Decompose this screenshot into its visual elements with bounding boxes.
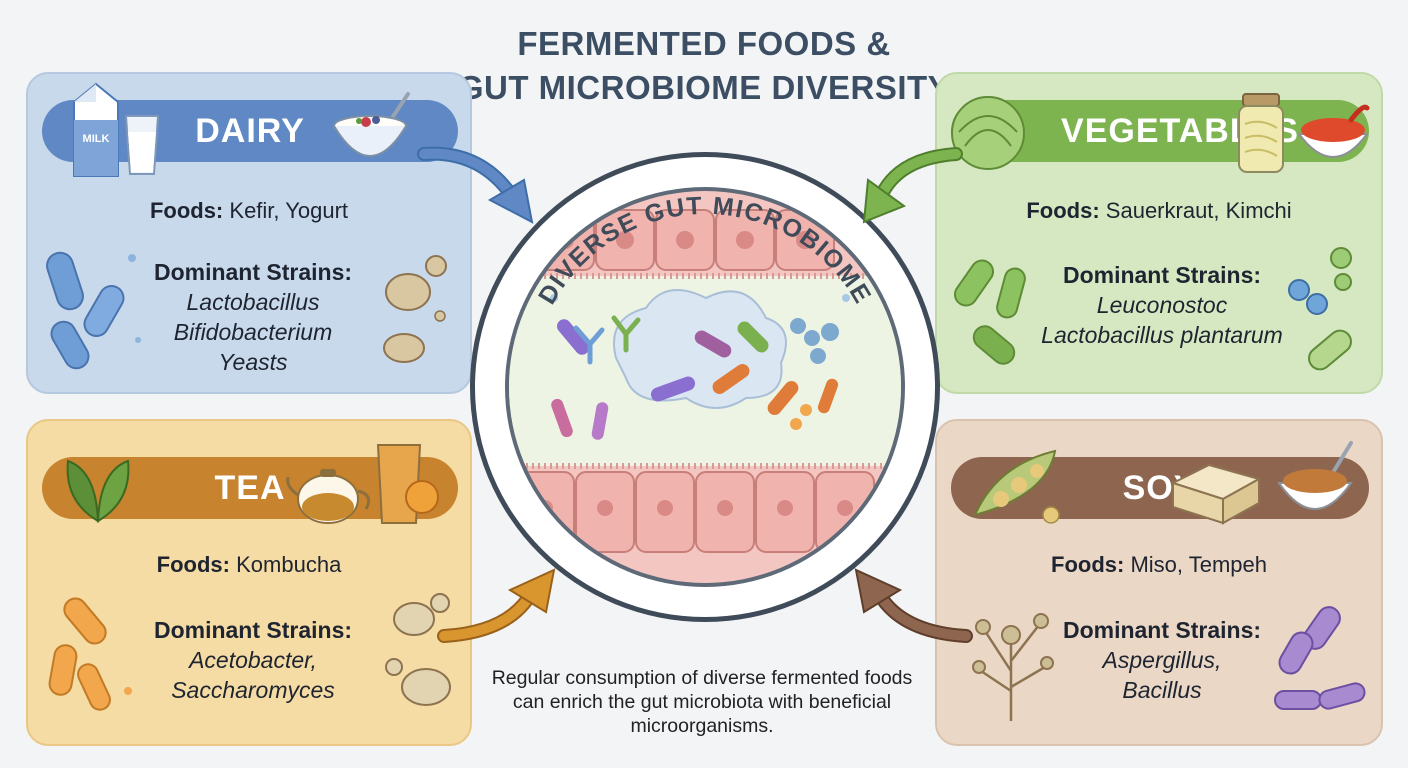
gut-microbiome-illustration: DIVERSE GUT MICROBIOME	[470, 152, 940, 622]
title-line-1: FERMENTED FOODS &	[517, 25, 891, 62]
dairy-strains: Dominant Strains: Lactobacillus Bifidoba…	[128, 257, 378, 377]
tea-strains: Dominant Strains: Acetobacter, Saccharom…	[128, 615, 378, 705]
lumen-microbes	[550, 289, 850, 440]
tea-arrow-icon	[437, 568, 556, 643]
vegetables-foods-label: Foods:	[1026, 198, 1100, 223]
page-title: FERMENTED FOODS & GUT MICROBIOME DIVERSI…	[0, 22, 1408, 110]
tea-strains-label: Dominant Strains:	[153, 617, 353, 643]
soy-foods-label: Foods:	[1051, 552, 1125, 577]
soy-strains-label: Dominant Strains:	[1062, 617, 1262, 643]
dairy-foods-list: Kefir, Yogurt	[229, 198, 349, 223]
tea-foods-list: Kombucha	[236, 552, 342, 577]
vegetables-strain: Lactobacillus plantarum	[1041, 322, 1283, 348]
dairy-strain: Bifidobacterium	[173, 319, 333, 345]
vegetables-strain: Leuconostoc	[1096, 292, 1228, 318]
tea-strain: Saccharomyces	[171, 677, 335, 703]
dairy-foods-label: Foods:	[149, 198, 224, 223]
vegetables-foods: Foods: Sauerkraut, Kimchi	[937, 198, 1381, 224]
soy-foods-list: Miso, Tempeh	[1130, 552, 1267, 577]
orange-bacteria-icon	[48, 597, 132, 711]
tea-leaf-icon	[66, 459, 130, 523]
milk-carton-label: MILK	[83, 133, 110, 145]
soy-card: SOY Foods: Miso, Tempeh Dominant Strains…	[935, 419, 1383, 746]
soy-strains: Dominant Strains: Aspergillus, Bacillus	[1047, 615, 1277, 705]
cocci-cluster-icon	[1288, 247, 1352, 371]
miso-bowl-icon	[1277, 441, 1353, 510]
tempeh-block-icon	[1170, 463, 1262, 525]
soy-strain: Bacillus	[1122, 677, 1202, 703]
cabbage-icon	[951, 96, 1025, 170]
vegetables-arrow-icon	[862, 147, 963, 224]
dairy-foods: Foods: Kefir, Yogurt	[28, 198, 470, 224]
milk-glass-icon	[124, 115, 160, 175]
yogurt-bowl-icon	[333, 92, 410, 157]
dairy-arrow-icon	[417, 146, 534, 224]
title-line-2: GUT MICROBIOME DIVERSITY	[457, 69, 951, 106]
soy-strain: Aspergillus,	[1102, 647, 1222, 673]
tea-foods-label: Foods:	[156, 552, 230, 577]
vegetables-strains-label: Dominant Strains:	[1062, 262, 1262, 288]
vegetables-strains: Dominant Strains: Leuconostoc Lactobacil…	[1017, 260, 1307, 350]
tea-foods: Foods: Kombucha	[28, 552, 470, 578]
tea-strain: Acetobacter,	[189, 647, 317, 673]
soybean-pod-icon	[973, 449, 1060, 524]
green-bacteria-icon	[953, 259, 1026, 365]
soy-arrow-icon	[854, 568, 973, 643]
tea-yeast-icon	[385, 593, 451, 706]
blue-bacteria-icon	[46, 251, 141, 370]
vegetables-card: VEGETABLES Foods: Sauerkraut, Kimchi Dom…	[935, 72, 1383, 394]
dairy-strain: Yeasts	[218, 349, 288, 375]
milk-carton-icon: MILK	[73, 82, 119, 177]
dairy-strain: Lactobacillus	[186, 289, 320, 315]
sauerkraut-jar-icon	[1238, 93, 1284, 173]
kombucha-glass-icon	[376, 444, 439, 524]
purple-bacillus-icon	[1274, 606, 1366, 710]
dairy-card: DAIRY MILK Foods: Kefir, Yogurt Dominant…	[26, 72, 472, 394]
tea-title: TEA	[214, 468, 286, 507]
aspergillus-mold-icon	[972, 613, 1054, 721]
dairy-strains-label: Dominant Strains:	[153, 259, 353, 285]
dairy-title: DAIRY	[195, 111, 305, 150]
summary-caption: Regular consumption of diverse fermented…	[491, 667, 913, 737]
teapot-icon	[286, 469, 371, 524]
vegetables-foods-list: Sauerkraut, Kimchi	[1105, 198, 1292, 223]
tea-card: TEA Foods: Kombucha Dominant Strains: Ac…	[26, 419, 472, 746]
kimchi-bowl-icon	[1297, 104, 1370, 158]
lower-epithelial-cells	[515, 471, 875, 553]
soy-foods: Foods: Miso, Tempeh	[937, 552, 1381, 578]
yeast-cells-icon	[383, 255, 447, 363]
